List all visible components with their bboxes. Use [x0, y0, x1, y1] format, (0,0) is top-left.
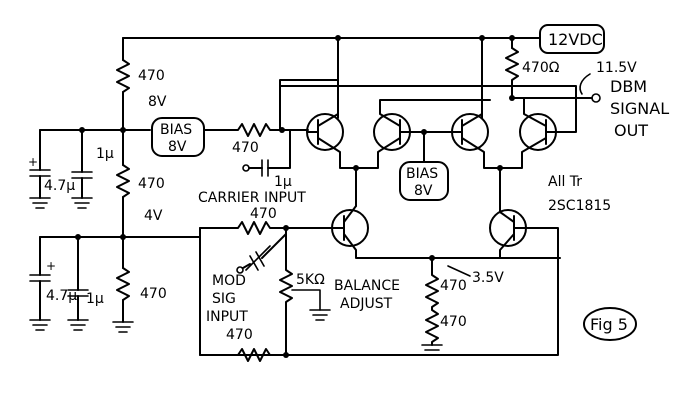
- balance-label-line1: BALANCE: [334, 278, 400, 294]
- mod-balance: [199, 225, 331, 362]
- v-output-label: 11.5V: [596, 60, 637, 76]
- v-top-node-label: 8V: [148, 94, 167, 110]
- v-bottom-node-label: 4V: [144, 208, 163, 224]
- r-top-left-label: 470: [138, 68, 165, 84]
- top-supply-rail: [122, 35, 541, 119]
- c-bottom-electrolytic-label: 4.7μ: [46, 288, 77, 304]
- supply-label: 12VDC: [548, 30, 603, 49]
- svg-text:+: +: [28, 155, 38, 169]
- v-tail-label: 3.5V: [472, 270, 504, 286]
- bias-box-center: BIAS 8V: [399, 129, 449, 201]
- bias-center-line1: BIAS: [406, 166, 438, 182]
- svg-text:+: +: [46, 259, 56, 273]
- balance-label-line2: ADJUST: [340, 296, 393, 312]
- mod-input-line2: SIG: [212, 291, 236, 307]
- r-bias-feed-label: 470: [232, 140, 259, 156]
- mod-input-line1: MOD: [212, 273, 246, 289]
- r-bottom-left-label: 470: [140, 286, 167, 302]
- mod-input-line3: INPUT: [206, 309, 248, 325]
- bias-left-line1: BIAS: [160, 122, 192, 138]
- c-top-ceramic-label: 1μ: [96, 146, 114, 162]
- carrier-input-label: CARRIER INPUT: [198, 190, 306, 206]
- upper-quad: [279, 79, 577, 213]
- carrier-input: [242, 129, 291, 177]
- output-label-line2: SIGNAL: [610, 99, 669, 118]
- lower-pair: [199, 205, 561, 356]
- c-bottom-ceramic-label: 1μ: [86, 291, 104, 307]
- r-tail-bottom-label: 470: [440, 314, 467, 330]
- output-label-line1: DBM: [610, 77, 647, 96]
- bottom-decoupling: +: [29, 234, 201, 331]
- transistor-note-line1: All Tr: [548, 174, 582, 190]
- c-carrier-label: 1μ: [274, 174, 292, 190]
- output-label-line3: OUT: [614, 121, 648, 140]
- left-bias-divider: [112, 59, 134, 333]
- bias-box-left: BIAS 8V: [151, 117, 205, 157]
- r-mid-left-label: 470: [138, 176, 165, 192]
- r-tail-top-label: 470: [440, 278, 467, 294]
- top-decoupling: +: [28, 127, 151, 209]
- bias-left-line2: 8V: [168, 139, 187, 155]
- figure-label-text: Fig 5: [590, 315, 628, 334]
- bias-center-line2: 8V: [414, 183, 433, 199]
- r-mod-input-label: 470: [226, 327, 253, 343]
- r-collector-label: 470Ω: [522, 60, 560, 76]
- r-carrier-label: 470: [250, 206, 277, 222]
- figure-label: Fig 5: [583, 307, 637, 341]
- supply-box: 12VDC: [539, 24, 605, 54]
- transistor-note-line2: 2SC1815: [548, 198, 611, 214]
- pot-balance-label: 5KΩ: [296, 272, 325, 288]
- c-top-electrolytic-label: 4.7μ: [44, 178, 75, 194]
